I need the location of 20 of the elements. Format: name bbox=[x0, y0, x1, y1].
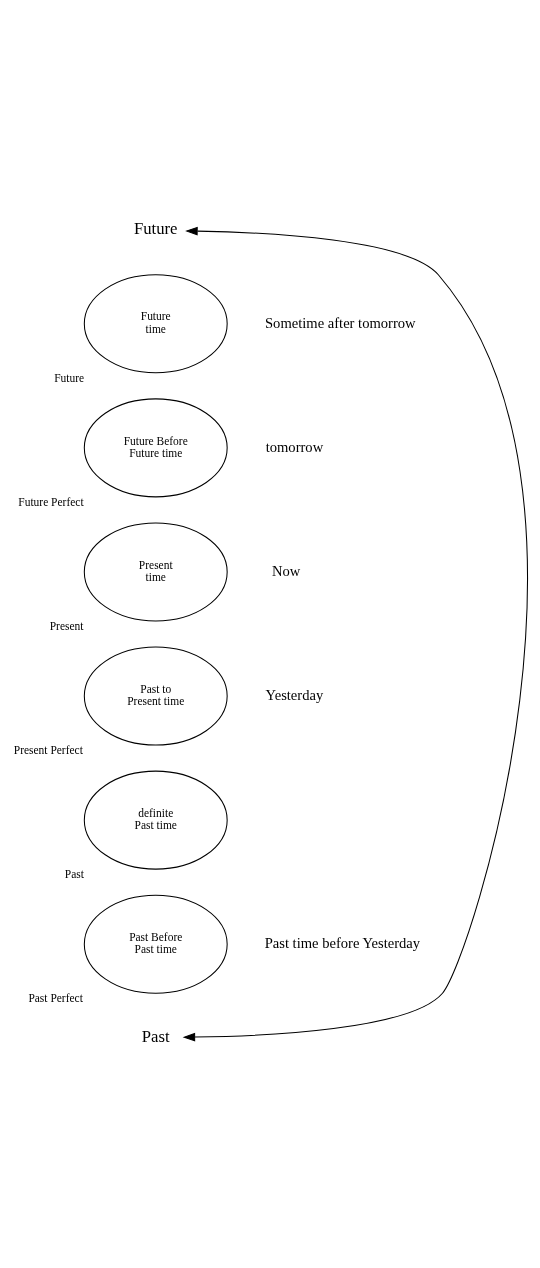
node-text: Future bbox=[133, 218, 178, 238]
label: Now bbox=[271, 562, 301, 579]
arrow bbox=[182, 226, 528, 1042]
node-label: Future Perfect bbox=[18, 496, 84, 509]
label: tomorrow bbox=[265, 438, 324, 455]
node-ellipse: definite Past time bbox=[83, 770, 228, 870]
node-ellipse: Present time bbox=[83, 522, 228, 622]
node-ellipse: Future time bbox=[83, 274, 228, 374]
label: Sometime after tomorrow bbox=[265, 314, 416, 331]
node-label: Past Perfect bbox=[28, 992, 83, 1005]
node-ellipse: Past to Present time bbox=[83, 646, 228, 746]
node-label: Past bbox=[64, 868, 84, 881]
label: Yesterday bbox=[265, 686, 324, 703]
node-label: Future bbox=[54, 371, 85, 384]
label: Past time before Yesterday bbox=[264, 935, 421, 952]
node-ellipse: Past Before Past time bbox=[83, 894, 228, 994]
node-ellipse: Future Before Future time bbox=[83, 398, 228, 498]
node-text: Past bbox=[141, 1027, 170, 1047]
node-label: Present Perfect bbox=[13, 744, 83, 757]
node-label: Present bbox=[49, 620, 84, 633]
